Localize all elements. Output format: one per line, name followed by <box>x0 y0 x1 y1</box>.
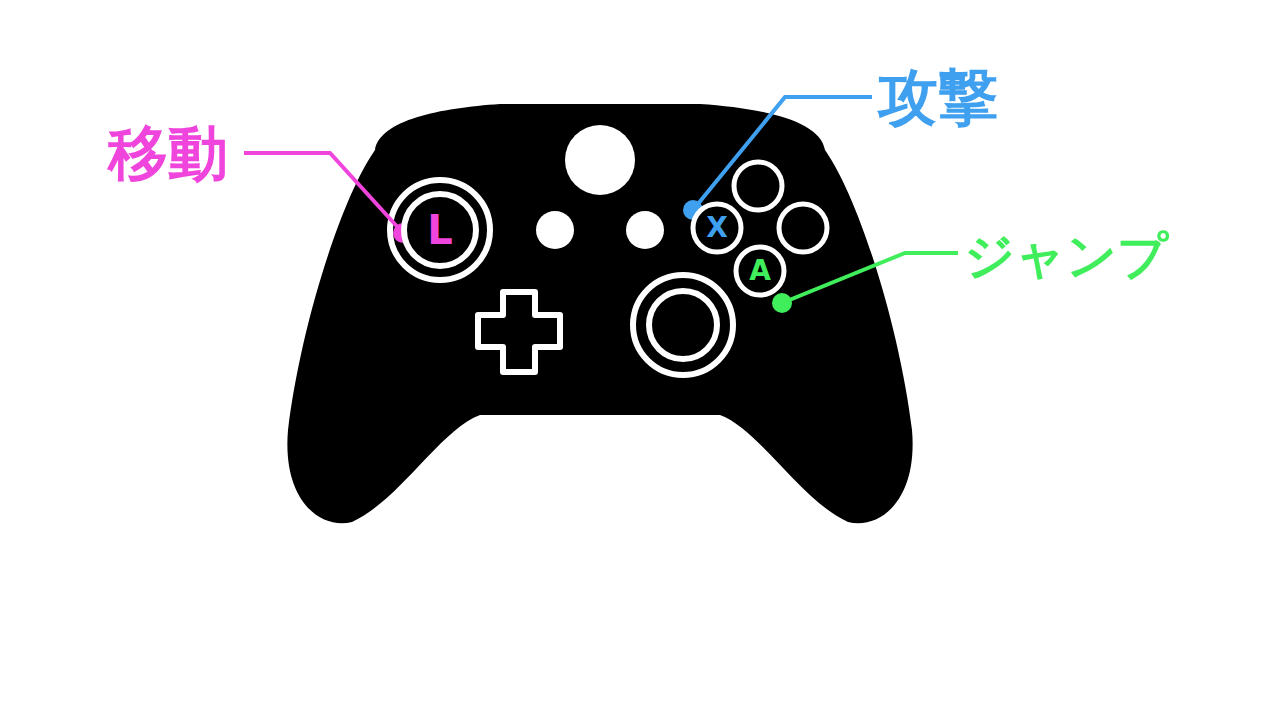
button-circle: L <box>404 194 476 266</box>
right-stick-ring <box>633 275 733 375</box>
button-letter: A <box>749 257 771 285</box>
callout-label: 移動 <box>108 123 228 183</box>
leader-line <box>782 253 958 303</box>
right-stick-inner <box>649 291 717 359</box>
b-button <box>779 204 827 252</box>
view-button <box>536 211 574 249</box>
button-circle: X <box>693 204 741 252</box>
guide-button <box>565 125 635 195</box>
button-letter: X <box>706 214 728 242</box>
menu-button <box>626 211 664 249</box>
button-ring <box>693 204 741 252</box>
leader-dot <box>772 293 792 313</box>
callout-label: 攻撃 <box>878 67 998 127</box>
button-ring <box>736 247 784 295</box>
callout-label: ジャンプ <box>964 231 1168 281</box>
leader-line <box>244 153 403 233</box>
button-letter: L <box>427 210 453 250</box>
leader-line <box>693 97 872 210</box>
y-button <box>734 162 782 210</box>
button-ring <box>404 194 476 266</box>
button-circle: A <box>736 247 784 295</box>
controller-body <box>287 104 912 523</box>
dpad <box>478 292 560 372</box>
left-stick-ring <box>390 180 490 280</box>
